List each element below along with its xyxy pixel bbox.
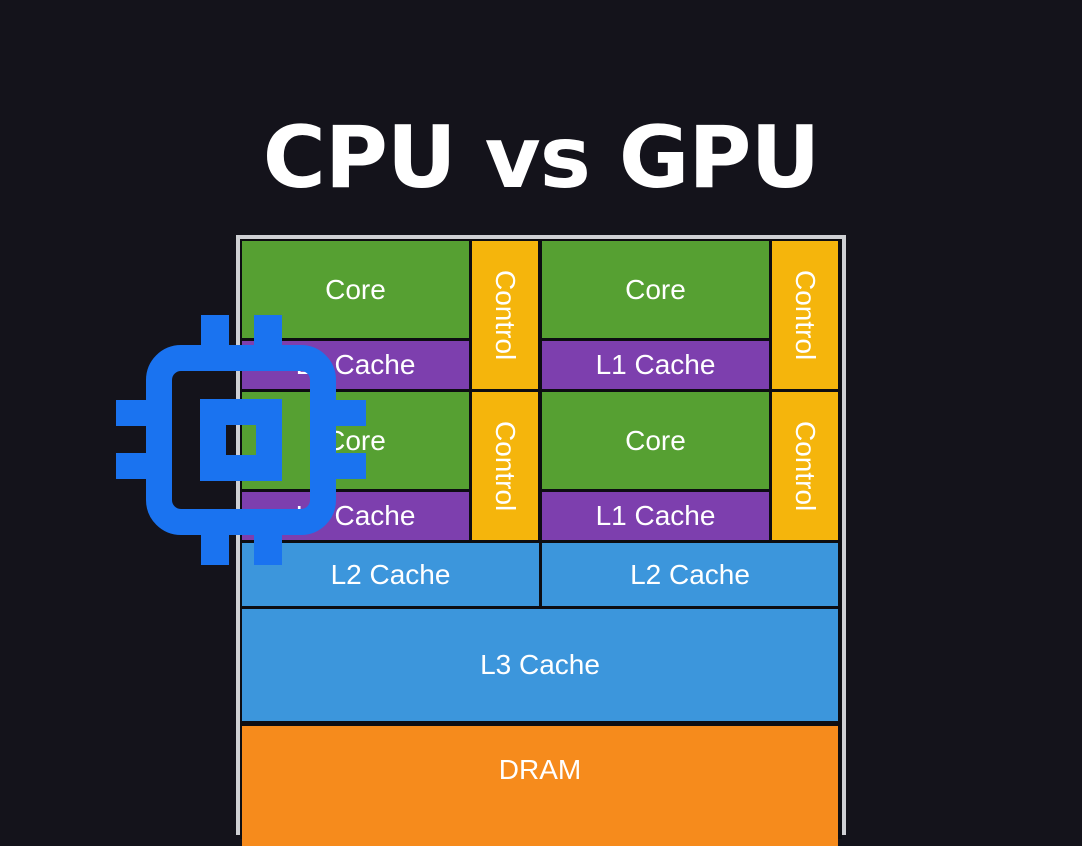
control-block: Control: [472, 241, 538, 389]
page-title: CPU vs GPU: [262, 108, 821, 208]
core-block: Core: [542, 392, 769, 489]
l2-cache-block: L2 Cache: [242, 543, 539, 606]
l3-cache-block: L3 Cache: [242, 609, 838, 721]
control-label: Control: [490, 269, 521, 361]
l2-cache-block: L2 Cache: [542, 543, 838, 606]
cpu-chip-icon: [116, 315, 366, 565]
control-block: Control: [472, 392, 538, 540]
core-block: Core: [542, 241, 769, 338]
control-label: Control: [490, 420, 521, 512]
l1-cache-block: L1 Cache: [542, 492, 769, 540]
control-label: Control: [790, 420, 821, 512]
control-block: Control: [772, 241, 838, 389]
dram-block: DRAM: [242, 726, 838, 846]
control-label: Control: [790, 269, 821, 361]
l1-cache-block: L1 Cache: [542, 341, 769, 389]
control-block: Control: [772, 392, 838, 540]
